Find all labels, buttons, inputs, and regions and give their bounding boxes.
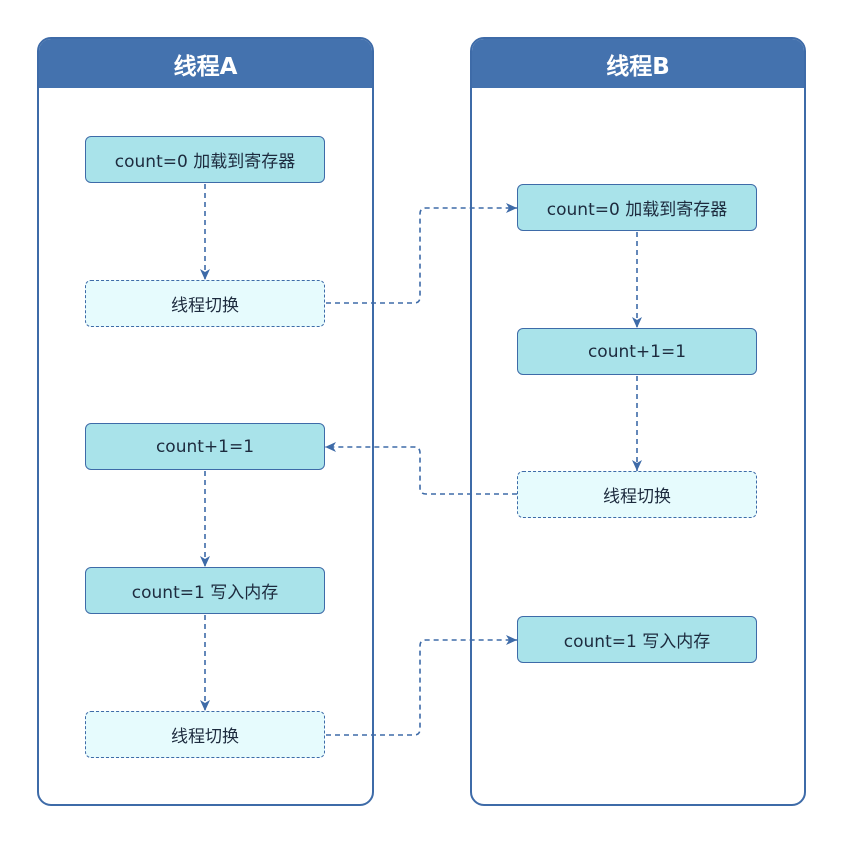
lane-header-thread-b: 线程B bbox=[472, 39, 804, 88]
node-a-write-memory: count=1 写入内存 bbox=[85, 567, 325, 614]
lane-title-thread-a: 线程A bbox=[173, 53, 238, 80]
node-label: 线程切换 bbox=[171, 296, 239, 316]
node-label: count=1 写入内存 bbox=[563, 632, 711, 652]
node-b-increment: count+1=1 bbox=[517, 328, 757, 375]
lane-title-thread-b: 线程B bbox=[606, 53, 670, 80]
node-a-thread-switch-2: 线程切换 bbox=[85, 711, 325, 758]
node-label: count+1=1 bbox=[155, 436, 255, 457]
node-b-load-register: count=0 加载到寄存器 bbox=[517, 184, 757, 231]
node-b-write-memory: count=1 写入内存 bbox=[517, 616, 757, 663]
node-label: count+1=1 bbox=[587, 341, 687, 362]
node-a-increment: count+1=1 bbox=[85, 423, 325, 470]
node-a-thread-switch-1: 线程切换 bbox=[85, 280, 325, 327]
lane-header-thread-a: 线程A bbox=[39, 39, 372, 88]
node-label: count=0 加载到寄存器 bbox=[114, 152, 296, 172]
node-b-thread-switch: 线程切换 bbox=[517, 471, 757, 518]
node-label: 线程切换 bbox=[603, 487, 671, 507]
node-a-load-register: count=0 加载到寄存器 bbox=[85, 136, 325, 183]
node-label: count=0 加载到寄存器 bbox=[546, 200, 728, 220]
node-label: count=1 写入内存 bbox=[131, 583, 279, 603]
node-label: 线程切换 bbox=[171, 727, 239, 747]
lane-thread-b: 线程B bbox=[470, 37, 806, 806]
